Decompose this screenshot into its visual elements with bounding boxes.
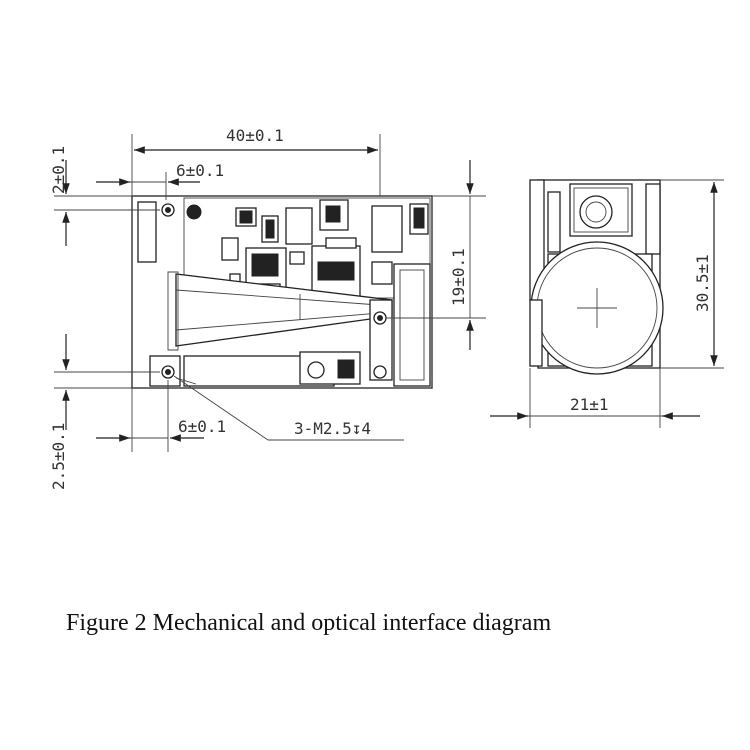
figure-caption: Figure 2 Mechanical and optical interfac… (66, 610, 552, 636)
side-view (529, 179, 664, 375)
dim-side-height: 30.5±1 (693, 254, 712, 312)
front-view (131, 195, 433, 389)
front-dimensions: 40±0.1 6±0.1 2±0.1 2.5±0.1 6±0.1 3-M2.5↧… (49, 126, 486, 490)
dim-bottom-hole-offset: 6±0.1 (178, 417, 226, 436)
dim-overall-length: 40±0.1 (226, 126, 284, 145)
receiver-lens (579, 195, 613, 229)
dim-bottom-edge-offset: 2.5±0.1 (49, 423, 68, 490)
dim-hole-height: 19±0.1 (449, 248, 468, 306)
screw-spec-label: 3-M2.5↧4 (294, 419, 371, 438)
side-dimensions: 30.5±1 21±1 (490, 179, 724, 428)
dim-side-width: 21±1 (570, 395, 609, 414)
lens-holder (393, 263, 431, 387)
left-mount-slot (137, 201, 157, 263)
dim-top-hole-offset: 6±0.1 (176, 161, 224, 180)
dim-top-edge-offset: 2±0.1 (49, 146, 68, 194)
